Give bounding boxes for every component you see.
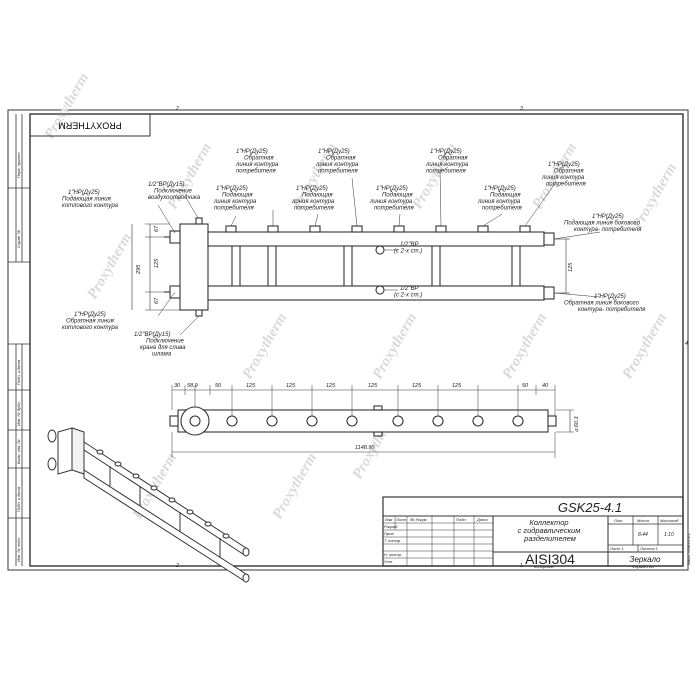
label-supply-3: 1"НР(Ду25) Подающая линия контура потреб…	[369, 186, 414, 212]
label-supply-4: 1"НР(Ду25) Подающая линия контура потреб…	[477, 186, 522, 212]
side-strip: Перв. примен. Справ. № Подп. и дата Инв.…	[8, 114, 30, 566]
dim-text: 30	[174, 383, 181, 389]
side-supply-nozzle	[543, 232, 555, 246]
strip-label: Взам. инв. №	[16, 439, 21, 464]
dim-text: 67	[154, 225, 160, 232]
strip-label: Подп. и дата	[16, 359, 21, 385]
watermark: Proxytherm	[85, 230, 136, 302]
strip-label: Справ. №	[16, 229, 21, 248]
dim-text: 125	[286, 383, 296, 389]
lit-header: Лит.	[613, 518, 623, 523]
copied-label: Копировал	[534, 564, 555, 569]
sheets-label: Листов 1	[639, 546, 658, 551]
label-return-2: 1"НР(Ду25) Обратная линия контура потреб…	[315, 149, 360, 175]
col-header: Лист	[395, 517, 407, 522]
strip-label: Инв. № дубл.	[16, 401, 21, 426]
label-side-return: 1"НР(Ду25) Обратная линия бокового конту…	[564, 294, 646, 313]
label-drain: 1/2"ВР(Ду15) Подключение крана для слива…	[134, 332, 187, 358]
dim-text: 295	[136, 264, 142, 275]
label-boiler-return: 1"НР(Ду25) Обратная линия котлового конт…	[62, 312, 119, 331]
col-header: № докум.	[410, 517, 428, 522]
top-view-pipe	[177, 409, 549, 433]
strip-label: Инв. № подл.	[16, 537, 21, 562]
watermark: Proxytherm	[270, 450, 321, 522]
label-supply-2: 1"НР(Ду25) Подающая линия контура потреб…	[291, 186, 336, 212]
drain-port	[195, 309, 203, 317]
brand-name: PROXYTHERM	[58, 121, 122, 131]
air-vent-port	[195, 217, 203, 225]
dim-text: 125	[326, 383, 336, 389]
watermark: Proxytherm	[620, 310, 671, 382]
front-view-labels: 1"НР(Ду25) Подающая линия котлового конт…	[62, 149, 646, 358]
dim-text: 125	[246, 383, 256, 389]
front-view	[131, 169, 601, 336]
label-boiler-supply: 1"НР(Ду25) Подающая линия котлового конт…	[62, 190, 119, 209]
watermark: Proxytherm	[370, 310, 421, 382]
role-label: Утв.	[384, 559, 393, 564]
label-supply-1: 1"НР(Ду25) Подающая линия контура потреб…	[213, 186, 258, 212]
mass-header: Масса	[637, 518, 650, 523]
sensor-port-bottom	[375, 285, 385, 295]
separator-body	[179, 223, 209, 311]
watermark: Proxytherm	[165, 140, 216, 212]
col-header: Дата	[476, 517, 488, 522]
label-return-4: 1"НР(Ду25) Обратная линия контура потреб…	[541, 162, 586, 188]
sensor-port-top	[375, 245, 385, 255]
role-label: Разраб.	[384, 524, 398, 529]
mass-value: 8.44	[638, 532, 648, 538]
label-return-3: 1"НР(Ду25) Обратная линия контура потреб…	[425, 149, 470, 175]
dim-height: ⌀ 60.3	[574, 416, 580, 432]
product-name: Коллектор с гидравлическим разделителем	[518, 518, 583, 543]
watermark: Proxytherm	[240, 310, 291, 382]
sheet-border	[7, 109, 689, 571]
label-return-1: 1"НР(Ду25) Обратная линия контура потреб…	[235, 149, 280, 175]
brand-box: PROXYTHERM	[29, 113, 151, 137]
col-header: Подп.	[456, 517, 467, 522]
strip-label: Подп. и дата	[16, 486, 21, 512]
label-port-top: 1/2"ВР (с 2-х ст.)	[394, 242, 422, 255]
drawing-frame	[29, 113, 684, 567]
role-label: Пров.	[384, 531, 395, 536]
zone-marker: 3	[520, 106, 523, 112]
dim-text: 125	[452, 383, 462, 389]
dim-text: 125	[154, 258, 160, 268]
zone-marker: 2	[175, 563, 179, 569]
role-label: Т. контр.	[384, 538, 401, 543]
dim-text: 50	[215, 383, 222, 389]
isometric-view	[47, 427, 250, 583]
strip-label: Перв. примен.	[16, 151, 21, 178]
label-port-bottom: 1/2"ВР (с 2-х ст.)	[394, 286, 422, 299]
zone-marker: 2	[175, 106, 179, 112]
supply-pipe	[207, 231, 545, 247]
top-view-dims: 30 58.9 50 125 125 125 125 125 125 50 40…	[174, 383, 580, 451]
file-code: Фаил: GSK25-4.1	[686, 533, 691, 565]
scale-value: 1:10	[664, 532, 674, 538]
format-label: Формат А3	[632, 564, 655, 569]
dim-text: 58.9	[187, 383, 198, 389]
dim-text: 40	[542, 383, 549, 389]
label-air-vent: 1/2"ВР(Ду15) Подключение воздухоотводчик…	[148, 182, 201, 201]
material: AISI304	[525, 551, 575, 567]
scale-header: Масштаб	[660, 518, 679, 523]
dim-text: 125	[368, 383, 378, 389]
side-return-nozzle	[543, 286, 555, 300]
title-block	[382, 496, 684, 567]
dim-text: 125	[568, 262, 574, 272]
top-view	[169, 385, 574, 458]
col-header: Изм	[385, 517, 393, 522]
watermark: Proxytherm	[500, 310, 551, 382]
zone-marker: 4	[685, 341, 688, 347]
dim-text: 67	[154, 297, 160, 304]
dim-overall: 1148.90	[355, 445, 375, 451]
label-side-supply: 1"НР(Ду25) Подающая линия бокового конту…	[564, 214, 642, 233]
title-block-text: GSK25-4.1 Изм Лист № докум. Подп. Дата Р…	[384, 500, 691, 569]
dim-text: 50	[522, 383, 529, 389]
sheet-label: Лист 1	[609, 546, 624, 551]
drawing-code: GSK25-4.1	[558, 500, 622, 515]
finish: Зеркало	[630, 555, 661, 564]
dim-text: 125	[412, 383, 422, 389]
role-label: Н. контр.	[384, 552, 402, 557]
